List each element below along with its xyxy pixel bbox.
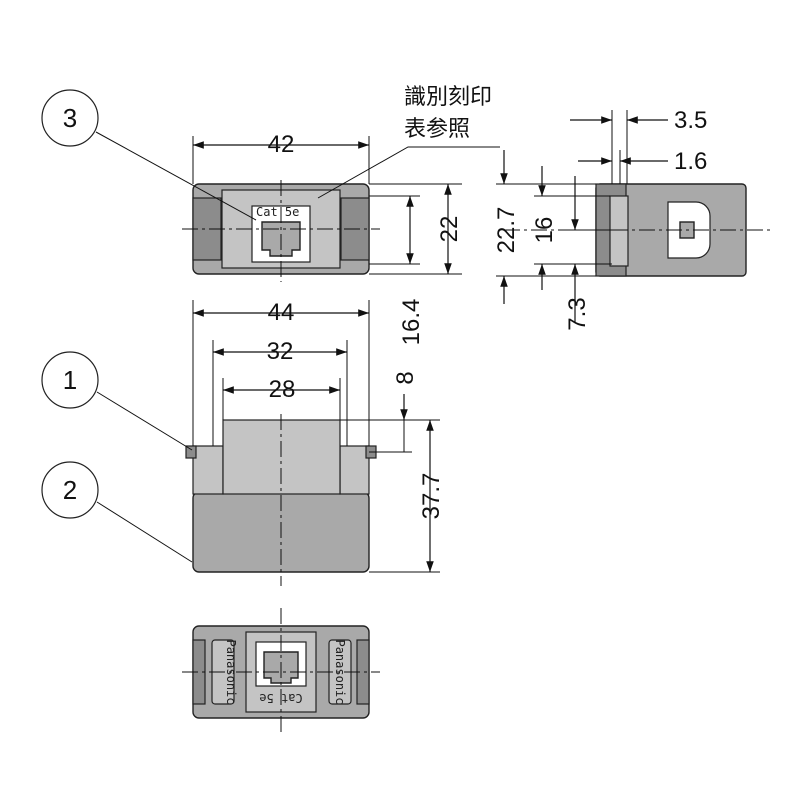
callout-3-leader (95, 131, 257, 221)
dim-42-label: 42 (268, 131, 295, 158)
dim-42: 42 (192, 131, 370, 184)
dim-28-label: 28 (269, 376, 296, 403)
front-view: Cat 5e (182, 180, 380, 282)
dim-32: 32 (212, 338, 348, 446)
side-view-plate (609, 195, 629, 267)
top-view-left-shoulder (192, 445, 224, 495)
dim-32-label: 32 (267, 338, 294, 365)
dim-3-5-label: 3.5 (674, 107, 707, 134)
front-view-cat-label: Cat 5e (256, 205, 299, 219)
dim-3-5: 3.5 (570, 107, 707, 184)
dim-22-7-label: 22.7 (493, 207, 520, 254)
callout-1-label: 1 (63, 365, 77, 395)
marking-note-line2: 表参照 (404, 117, 470, 142)
dim-16: 16 (531, 166, 610, 290)
dim-16-4: 16.4 (369, 195, 425, 346)
dim-37-7-label: 37.7 (418, 473, 445, 520)
callout-3-label: 3 (63, 103, 77, 133)
dim-28: 28 (222, 376, 341, 420)
dim-37-7: 37.7 (369, 420, 445, 573)
dim-44: 44 (192, 299, 370, 446)
dim-8: 8 (340, 371, 440, 453)
callout-2-label: 2 (63, 475, 77, 505)
callout-3: 3 (41, 89, 257, 221)
dim-8-label: 8 (392, 371, 419, 384)
callout-1: 1 (41, 351, 193, 451)
callout-3-circle (41, 89, 99, 147)
marking-note: 識別刻印 表参照 (317, 85, 500, 199)
dim-44-label: 44 (268, 299, 295, 326)
top-view-left-clip (185, 445, 197, 459)
top-view-right-shoulder (339, 445, 370, 495)
rear-view: Panasonic Panasonic Cat 5e (182, 608, 380, 736)
dim-22-7: 22.7 (493, 150, 596, 304)
callout-2: 2 (41, 461, 193, 563)
dim-22: 22 (369, 183, 463, 275)
dim-1-6-label: 1.6 (674, 148, 707, 175)
marking-note-line1: 識別刻印 (404, 85, 492, 110)
marking-leader (317, 146, 500, 199)
callout-1-circle (41, 351, 99, 409)
dim-1-6: 1.6 (578, 148, 707, 184)
dim-22-label: 22 (436, 216, 463, 243)
dim-7-3-label: 7.3 (564, 297, 591, 330)
dim-7-3: 7.3 (564, 176, 612, 331)
callout-2-circle (41, 461, 99, 519)
top-view (185, 414, 377, 586)
dim-16-label: 16 (531, 217, 558, 244)
dim-16-4-label: 16.4 (398, 299, 425, 346)
callout-1-leader (96, 391, 193, 451)
callout-2-leader (96, 501, 193, 563)
